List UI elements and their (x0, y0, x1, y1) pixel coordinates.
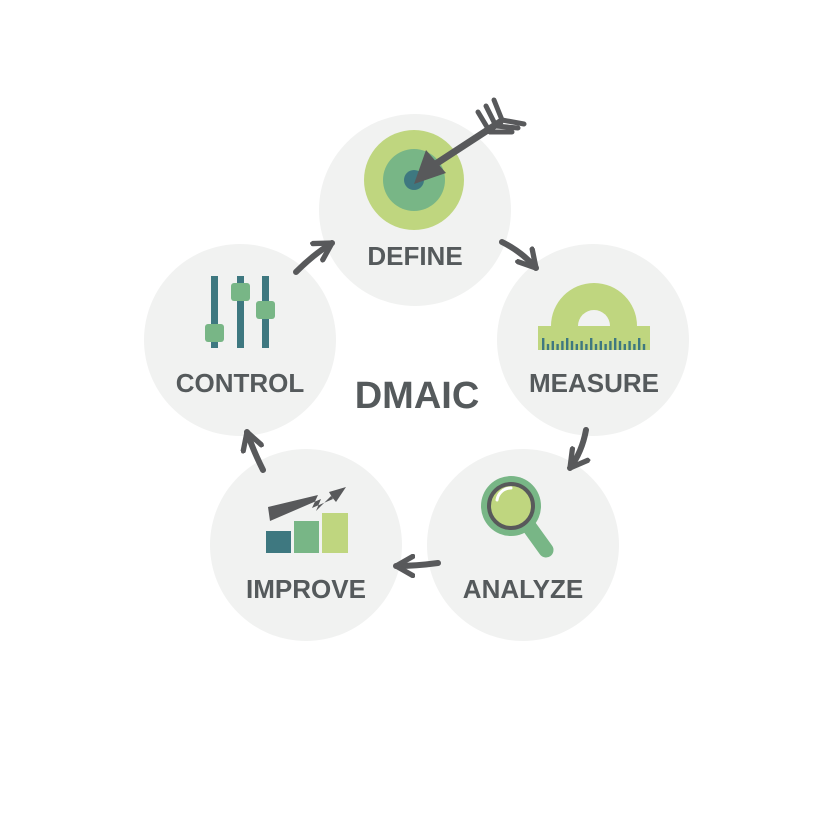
phase-label-measure: MEASURE (529, 368, 659, 398)
ruler-tick (585, 344, 588, 350)
phase-label-analyze: ANALYZE (463, 574, 583, 604)
arrow-define-to-measure (499, 239, 539, 271)
ruler-tick (561, 341, 564, 350)
phase-label-define: DEFINE (367, 241, 462, 271)
ruler-tick (546, 344, 550, 350)
ruler-tick (566, 338, 569, 350)
diagram-title: DMAIC (355, 375, 480, 417)
arrow-improve-to-control (247, 429, 266, 473)
ruler-tick (642, 344, 646, 350)
ruler-tick (575, 344, 578, 350)
ruler-tick (628, 341, 631, 350)
ruler-tick (542, 338, 545, 350)
ruler-tick (556, 344, 559, 350)
ruler-tick (609, 341, 612, 350)
ruler-tick (633, 344, 636, 350)
phase-label-control: CONTROL (176, 368, 305, 398)
arrow-control-to-define (293, 240, 335, 275)
ruler-tick (638, 338, 641, 350)
ruler-tick (614, 338, 617, 350)
arrow-measure-to-analyze (567, 427, 586, 471)
phase-label-improve: IMPROVE (246, 574, 366, 604)
ruler-tick (590, 338, 593, 350)
slider-controls-icon (205, 276, 275, 348)
ruler-tick (570, 341, 574, 350)
arrow-analyze-to-improve (393, 563, 441, 566)
ruler-tick (623, 344, 626, 350)
target-arrow-icon (364, 97, 527, 230)
analyze-circle (427, 449, 619, 641)
growth-bar-chart-icon (266, 487, 348, 553)
magnifying-glass-icon (481, 476, 554, 558)
ruler-tick (599, 341, 602, 350)
ruler-tick (580, 341, 583, 350)
ruler-tick (594, 344, 598, 350)
protractor-ruler-icon (538, 283, 650, 350)
ruler-tick (618, 341, 622, 350)
ruler-tick (604, 344, 607, 350)
ruler-tick (551, 341, 554, 350)
